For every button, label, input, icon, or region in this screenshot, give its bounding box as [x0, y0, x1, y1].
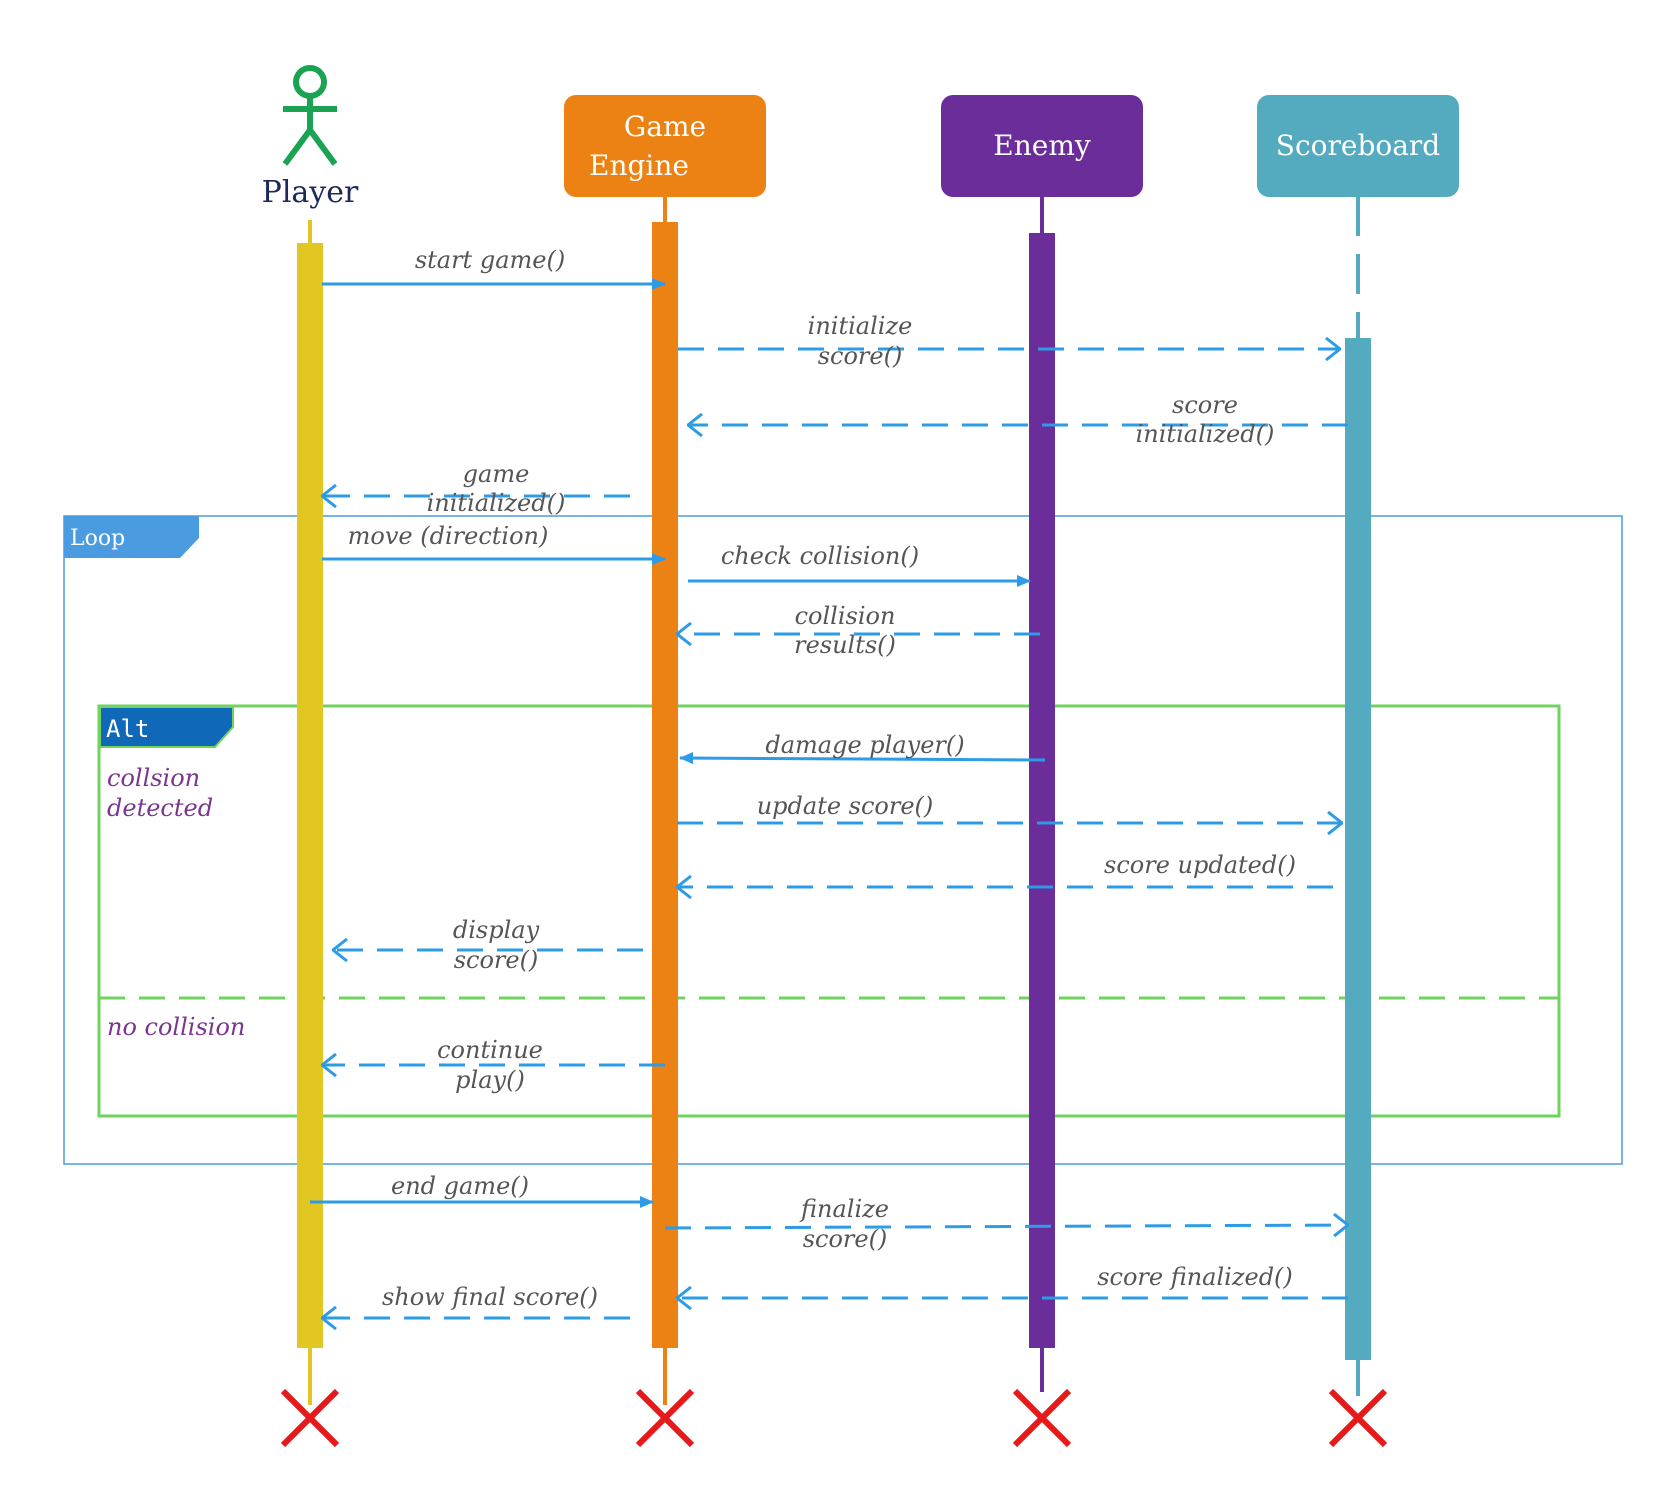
message-label-7: results() — [794, 631, 896, 659]
alt-guard-no-collision: no collision — [107, 1013, 245, 1041]
player-destroy-mark — [280, 1388, 340, 1448]
alt-frame-tag — [99, 706, 234, 748]
message-label-4: game — [463, 460, 530, 488]
message-label-9: update score() — [757, 792, 934, 820]
message-label-4: initialized() — [427, 489, 566, 517]
message-label-11: score() — [454, 946, 539, 974]
message-label-6: check collision() — [721, 542, 919, 570]
message-label-3: initialized() — [1136, 420, 1275, 448]
message-label-16: show final score() — [382, 1283, 598, 1311]
player-actor-icon — [282, 65, 338, 166]
participant-enemy-label: Enemy — [993, 129, 1091, 162]
message-arrow-14 — [664, 1225, 1348, 1228]
scoreboard-destroy-mark — [1328, 1388, 1388, 1448]
loop-frame-label: Loop — [70, 526, 125, 551]
player-activation-bar — [297, 243, 323, 1348]
message-label-2: initialize — [808, 312, 913, 340]
enemy-destroy-mark — [1012, 1388, 1072, 1448]
message-label-1: start game() — [415, 246, 565, 274]
lifelines-layer — [280, 196, 1388, 1448]
alt-guard-collision: detected — [107, 794, 213, 822]
message-label-14: finalize — [799, 1195, 889, 1223]
labels-layer: start game()initializescore()scoreinitia… — [348, 246, 1296, 1311]
alt-frame — [97, 704, 1561, 1118]
enemy-activation-bar — [1029, 233, 1055, 1348]
participant-enemy-box — [941, 95, 1143, 197]
message-label-12: play() — [455, 1066, 525, 1094]
message-label-14: score() — [803, 1225, 888, 1253]
message-label-5: move (direction) — [348, 522, 549, 550]
scoreboard-activation-bar — [1345, 338, 1371, 1360]
message-arrow-8 — [679, 752, 1046, 765]
participant-engine-label: Game — [624, 110, 706, 143]
message-label-11: display — [453, 916, 540, 944]
participant-engine-box — [564, 95, 766, 197]
message-label-13: end game() — [391, 1172, 529, 1200]
alt-guard-collision: collsion — [107, 764, 200, 792]
participant-scoreboard-label: Scoreboard — [1276, 129, 1441, 162]
engine-destroy-mark — [635, 1388, 695, 1448]
message-label-8: damage player() — [765, 731, 964, 759]
alt-frame-label: Alt — [106, 715, 149, 743]
loop-frame-tag — [64, 516, 199, 558]
message-label-10: score updated() — [1104, 851, 1296, 879]
messages-layer — [310, 278, 1348, 1318]
message-label-15: score finalized() — [1097, 1263, 1293, 1291]
message-label-2: score() — [818, 342, 903, 370]
loop-frame — [63, 515, 1623, 1165]
message-label-3: score — [1172, 391, 1238, 419]
participant-player-label: Player — [262, 175, 359, 210]
participant-engine-label: Engine — [589, 149, 689, 182]
message-label-7: collision — [795, 602, 896, 630]
message-label-12: continue — [437, 1036, 543, 1064]
engine-activation-bar — [652, 222, 678, 1348]
participant-scoreboard-box — [1257, 95, 1459, 197]
